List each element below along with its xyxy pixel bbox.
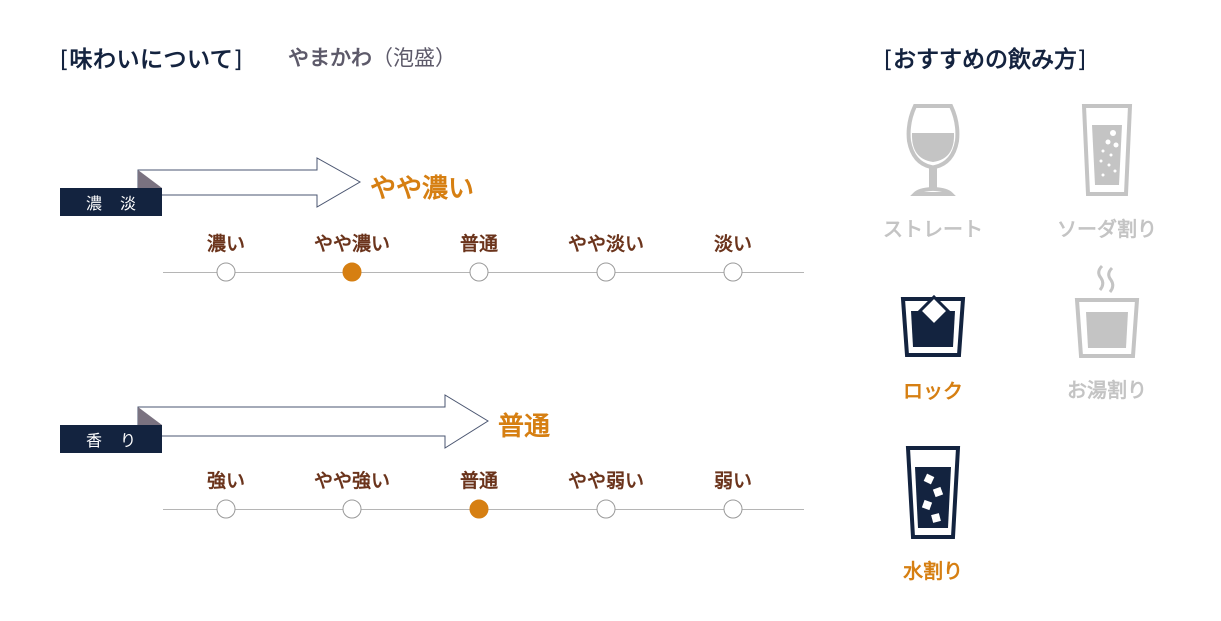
taste-label-text: 濃淡 [85, 194, 154, 213]
taste-result: やや濃い [370, 174, 475, 204]
taste-result: 普通 [498, 412, 551, 442]
wine-glass-icon [906, 104, 960, 196]
scale-label: 淡い [713, 233, 753, 255]
scale-dot [342, 499, 362, 519]
drink-water: 水割り [868, 445, 998, 584]
arrow-shape [137, 394, 489, 449]
section-title-text: 味わいについて [69, 47, 234, 73]
scale-label: やや濃い [313, 233, 391, 255]
section-title: [味わいについて] [60, 40, 243, 74]
scale-dot [216, 262, 236, 282]
scale-label: 普通 [459, 470, 499, 492]
bracket-close: ] [1076, 47, 1086, 73]
drink-soda: ソーダ割り [1042, 103, 1172, 242]
scale-label: 普通 [459, 233, 499, 255]
hot-cup-icon [1074, 264, 1140, 358]
scale-label: やや強い [313, 470, 391, 492]
drink-label: ストレート [883, 217, 983, 241]
drink-rock: ロック [868, 293, 998, 404]
rock-glass-icon [900, 294, 966, 357]
product-type: （泡盛） [372, 46, 456, 70]
scale-dot-selected [342, 262, 362, 282]
arrow-aroma [137, 394, 489, 449]
drink-label: お湯割り [1067, 378, 1147, 402]
drink-hot: お湯割り [1042, 262, 1172, 403]
bracket-open: [ [60, 47, 70, 73]
taste-label: 香り [60, 425, 162, 453]
drink-label: ソーダ割り [1057, 217, 1157, 241]
label-fold [138, 170, 162, 188]
arrow-shape [137, 157, 362, 208]
scale-dot [723, 262, 743, 282]
product-title: やまかわ（泡盛） [288, 42, 456, 72]
scale-dot [596, 499, 616, 519]
drink-label: ロック [903, 379, 963, 403]
scale-dot-selected [469, 499, 489, 519]
arrow-richness [137, 157, 362, 208]
scale-label: 弱い [713, 470, 753, 492]
scale-label: やや淡い [567, 233, 645, 255]
taste-label: 濃淡 [60, 188, 162, 216]
scale-label: 濃い [206, 233, 246, 255]
recommend-title-text: おすすめの飲み方 [892, 47, 1077, 73]
product-name: やまかわ [288, 46, 372, 70]
water-glass-icon [905, 446, 961, 539]
label-fold [138, 407, 162, 425]
soda-glass-icon [1081, 104, 1133, 196]
scale-dot [469, 262, 489, 282]
scale-dot [216, 499, 236, 519]
recommend-title: [おすすめの飲み方] [884, 40, 1086, 74]
bracket-open: [ [884, 47, 893, 73]
scale-dot [596, 262, 616, 282]
scale-label: 強い [206, 470, 246, 492]
bracket-close: ] [233, 47, 243, 73]
drink-straight: ストレート [868, 103, 998, 242]
scale-label: やや弱い [567, 470, 645, 492]
taste-label-text: 香り [85, 431, 154, 450]
scale-dot [723, 499, 743, 519]
drink-label: 水割り [903, 559, 963, 583]
